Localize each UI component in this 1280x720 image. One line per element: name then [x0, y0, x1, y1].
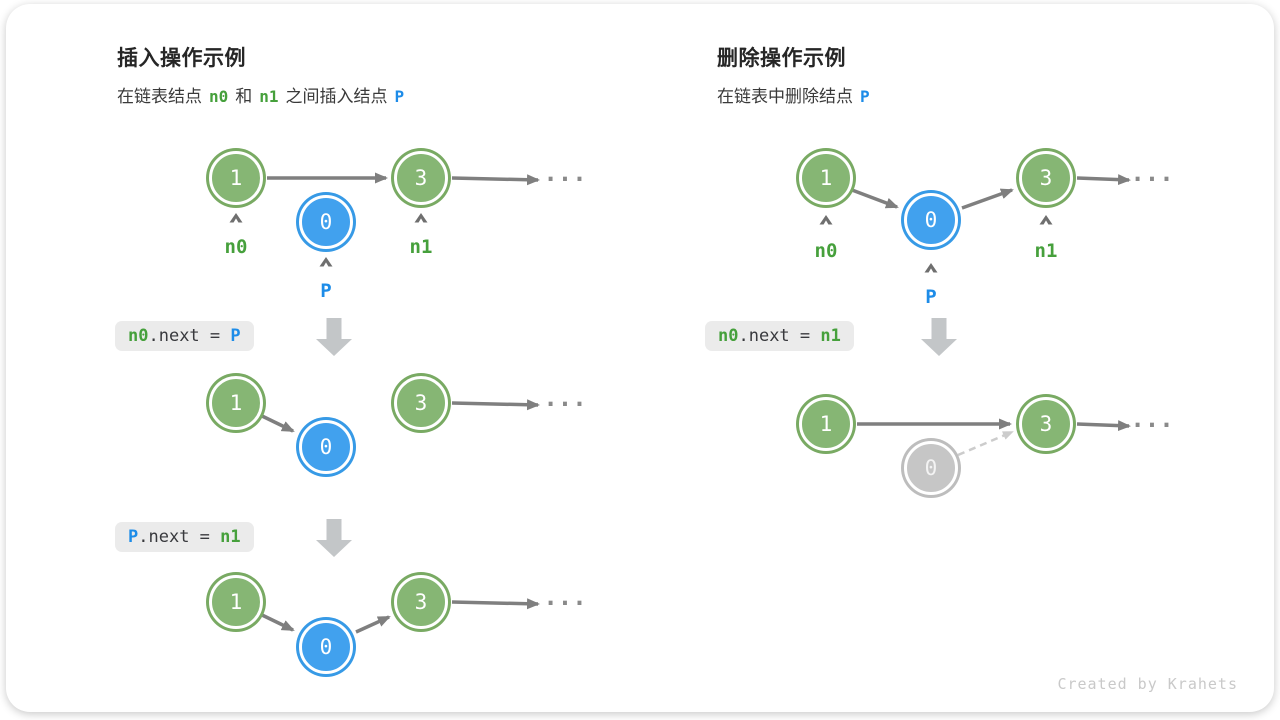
ellipsis-icon: ...	[543, 583, 587, 611]
node-value: 1	[819, 412, 833, 436]
code-token: P	[128, 527, 139, 547]
ellipsis-icon: ...	[1130, 405, 1174, 433]
subtitle-token-n1: n1	[259, 87, 279, 106]
code-token: .next =	[138, 527, 221, 547]
node-value: 1	[819, 166, 833, 190]
subtitle-token-p: P	[860, 87, 870, 106]
code-token: n1	[820, 326, 841, 346]
node-value: 1	[229, 166, 243, 190]
node-value: 3	[414, 590, 428, 614]
node-value: 3	[1039, 166, 1053, 190]
pointer-caret-icon	[414, 213, 428, 223]
ellipsis-icon: ...	[1130, 159, 1174, 187]
insert-section-subtitle: 在链表结点 n0 和 n1 之间插入结点 P	[117, 82, 411, 107]
list-node-3: 3	[394, 151, 448, 205]
figure-card	[6, 4, 1274, 712]
code-token: n1	[220, 527, 241, 547]
code-token: n0	[128, 326, 149, 346]
pointer-label-n1: n1	[1034, 240, 1058, 262]
list-node-1: 1	[799, 397, 853, 451]
node-value: 0	[924, 208, 938, 232]
step-down-arrow-icon	[316, 519, 352, 557]
node-value: 1	[229, 590, 243, 614]
list-node-1: 1	[209, 575, 263, 629]
pointer-caret-icon	[924, 263, 938, 273]
list-node-1: 1	[209, 376, 263, 430]
subtitle-text: 和	[235, 87, 253, 106]
node-value: 3	[414, 391, 428, 415]
node-value: 0	[924, 456, 938, 480]
list-node-p: 0	[299, 420, 353, 474]
pointer-label-n0: n0	[814, 240, 838, 262]
list-node-3: 3	[1019, 151, 1073, 205]
node-value: 0	[319, 435, 333, 459]
pointer-label-n1: n1	[409, 236, 433, 258]
list-node-3: 3	[394, 575, 448, 629]
subtitle-token-p: P	[394, 87, 405, 106]
list-node-1: 1	[209, 151, 263, 205]
list-node-1: 1	[799, 151, 853, 205]
pointer-label-p: P	[320, 280, 332, 302]
code-token: n0	[718, 326, 739, 346]
node-value: 3	[1039, 412, 1053, 436]
code-statement-n0-next-n1: n0.next = n1	[705, 321, 854, 351]
node-value: 0	[319, 210, 333, 234]
remove-section-subtitle: 在链表中删除结点 P	[717, 82, 877, 107]
step-down-arrow-icon	[316, 318, 352, 356]
code-statement-p-next-n1: P.next = n1	[115, 522, 254, 552]
subtitle-text: 在链表结点	[117, 87, 202, 106]
code-token: .next =	[148, 326, 231, 346]
list-node-p: 0	[299, 620, 353, 674]
list-node-3: 3	[1019, 397, 1073, 451]
node-value: 0	[319, 635, 333, 659]
code-token: P	[230, 326, 241, 346]
insert-section-title: 插入操作示例	[117, 47, 246, 70]
pointer-caret-icon	[1039, 215, 1053, 225]
pointer-caret-icon	[319, 257, 333, 267]
pointer-label-p: P	[925, 286, 937, 308]
pointer-label-n0: n0	[224, 236, 248, 258]
code-token: .next =	[738, 326, 821, 346]
list-node-3: 3	[394, 376, 448, 430]
step-down-arrow-icon	[921, 318, 957, 356]
code-statement-n0-next-p: n0.next = P	[115, 321, 254, 351]
ellipsis-icon: ...	[543, 159, 587, 187]
remove-section-title: 删除操作示例	[717, 47, 846, 70]
pointer-caret-icon	[819, 215, 833, 225]
node-value: 1	[229, 391, 243, 415]
list-node-p: 0	[299, 195, 353, 249]
list-node-p-removed: 0	[904, 441, 958, 495]
pointer-caret-icon	[229, 213, 243, 223]
ellipsis-icon: ...	[543, 384, 587, 412]
subtitle-token-n0: n0	[209, 87, 229, 106]
node-value: 3	[414, 166, 428, 190]
subtitle-text: 在链表中删除结点	[717, 87, 853, 106]
subtitle-text: 之间插入结点	[285, 87, 388, 106]
list-node-p: 0	[904, 193, 958, 247]
credit-text: Created by Krahets	[1057, 675, 1238, 693]
